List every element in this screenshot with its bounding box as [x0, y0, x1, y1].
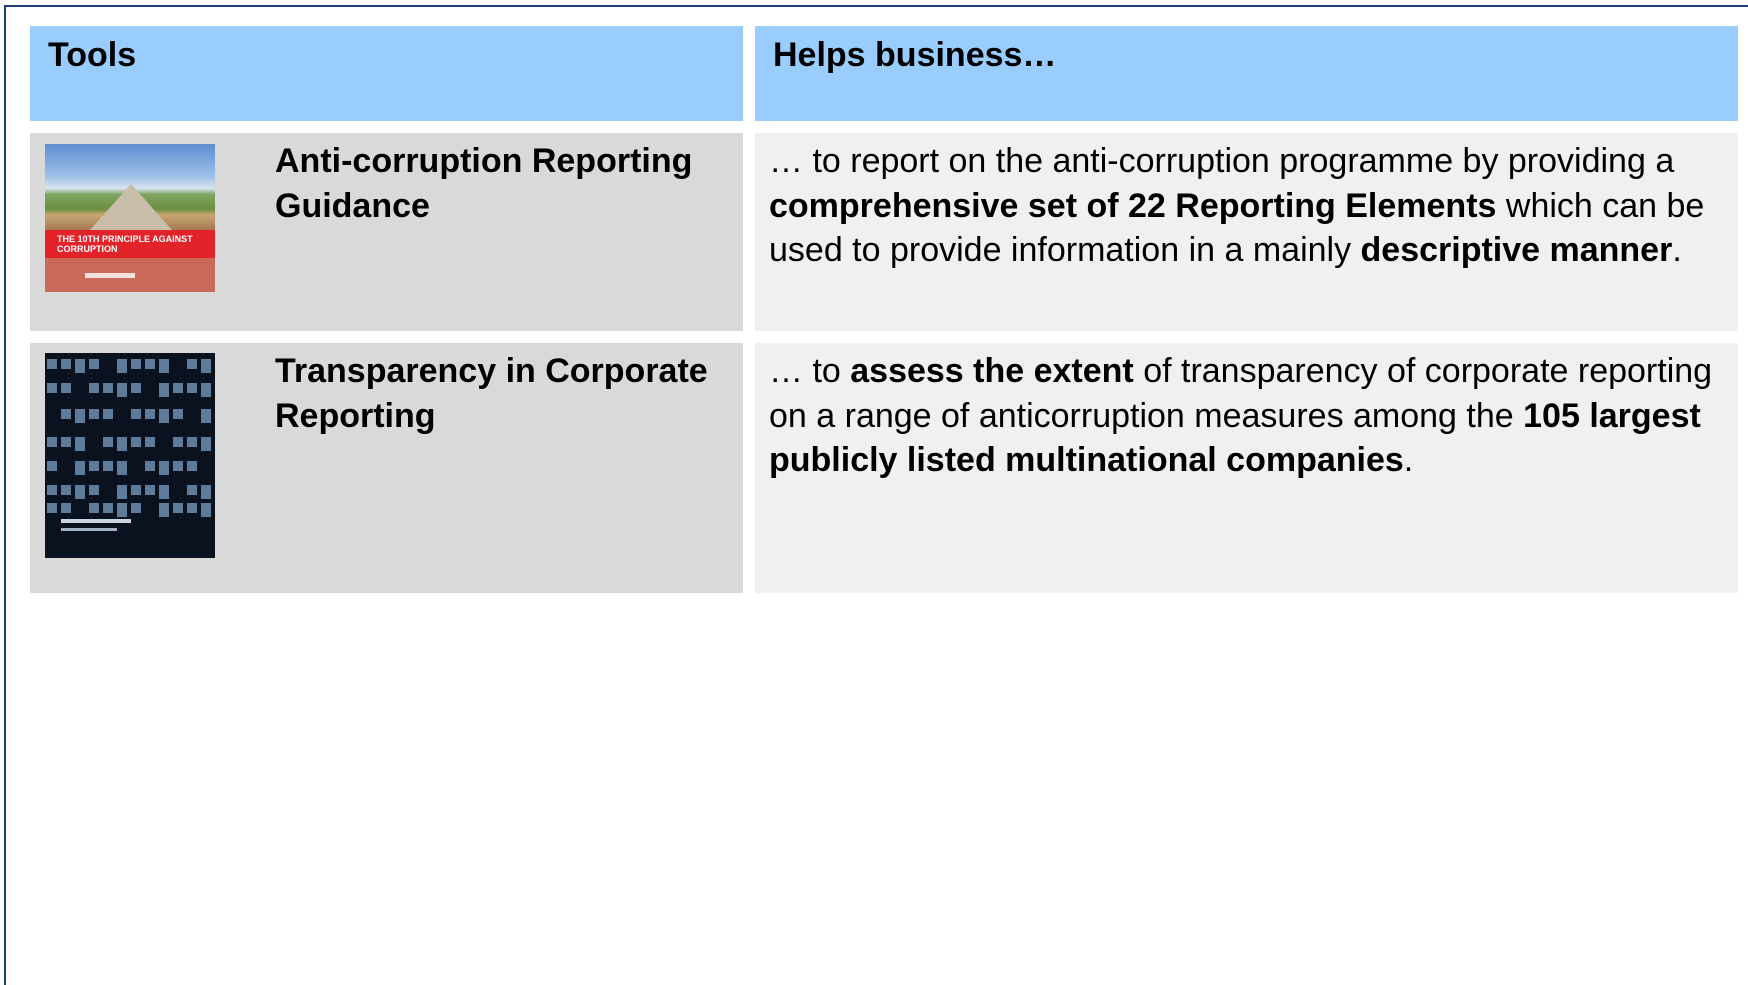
- window-graphic: [131, 485, 141, 495]
- desc-rich-text: … to report on the anti-corruption progr…: [769, 142, 1704, 269]
- header-tools: Tools: [30, 26, 743, 121]
- window-graphic: [173, 461, 183, 471]
- desc-text-segment: of transparency of corporate reporting o…: [769, 352, 1713, 435]
- window-graphic: [131, 437, 141, 447]
- window-graphic: [201, 437, 211, 451]
- window-graphic: [47, 383, 57, 393]
- window-graphic: [103, 383, 113, 393]
- window-graphic: [117, 437, 127, 451]
- desc-text-segment: which can be used to provide information…: [769, 186, 1705, 270]
- window-graphic: [173, 409, 183, 419]
- window-graphic: [131, 359, 141, 369]
- window-graphic: [145, 409, 155, 419]
- window-graphic: [75, 359, 85, 373]
- window-graphic: [61, 503, 71, 513]
- window-graphic: [47, 437, 57, 447]
- cover-caption-line: [61, 519, 131, 523]
- window-graphic: [201, 503, 211, 517]
- window-graphic: [61, 485, 71, 495]
- window-graphic: [47, 461, 57, 471]
- window-graphic: [61, 409, 71, 419]
- window-graphic: [117, 485, 127, 499]
- window-graphic: [201, 383, 211, 397]
- window-graphic: [75, 485, 85, 499]
- window-graphic: [187, 503, 197, 513]
- window-graphic: [145, 485, 155, 495]
- cover-logo-strip: [85, 273, 135, 278]
- window-graphic: [103, 461, 113, 471]
- window-graphic: [173, 437, 183, 447]
- window-graphic: [131, 383, 141, 393]
- header-helps-business: Helps business…: [755, 26, 1738, 121]
- window-graphic: [145, 437, 155, 447]
- cover-title-band: THE 10TH PRINCIPLE AGAINST CORRUPTION: [45, 230, 215, 258]
- window-graphic: [201, 485, 211, 499]
- desc-text-segment: .: [1672, 231, 1682, 269]
- window-graphic: [173, 503, 183, 513]
- window-graphic: [117, 503, 127, 517]
- window-graphic: [159, 485, 169, 499]
- window-graphic: [159, 461, 169, 475]
- window-graphic: [117, 359, 127, 373]
- tool-name-anti-corruption-reporting-guidance: Anti-corruption Reporting Guidance: [275, 142, 693, 225]
- window-graphic: [61, 383, 71, 393]
- desc-text-segment: … to: [769, 352, 851, 390]
- window-graphic: [61, 437, 71, 447]
- window-graphic: [89, 461, 99, 471]
- window-graphic: [187, 485, 197, 495]
- window-graphic: [159, 503, 169, 517]
- window-graphic: [47, 359, 57, 369]
- window-graphic: [47, 485, 57, 495]
- window-graphic: [117, 461, 127, 475]
- window-graphic: [61, 359, 71, 369]
- window-graphic: [131, 409, 141, 419]
- window-graphic: [89, 383, 99, 393]
- window-graphic: [75, 461, 85, 475]
- window-graphic: [145, 359, 155, 369]
- desc-rich-text: … to assess the extent of transparency o…: [769, 352, 1712, 479]
- desc-bold-segment: comprehensive set of 22 Reporting Elemen…: [769, 186, 1497, 225]
- window-graphic: [103, 437, 113, 447]
- tool-cell-anti-corruption: THE 10TH PRINCIPLE AGAINST CORRUPTION An…: [30, 133, 743, 331]
- window-graphic: [201, 409, 211, 423]
- cover-footer: [45, 258, 215, 292]
- window-graphic: [159, 409, 169, 423]
- desc-bold-segment: 105 largest publicly listed multinationa…: [769, 396, 1701, 480]
- window-graphic: [89, 409, 99, 419]
- window-graphic: [187, 437, 197, 447]
- desc-text-segment: .: [1403, 441, 1414, 479]
- window-graphic: [75, 437, 85, 451]
- window-graphic: [187, 461, 197, 471]
- window-graphic: [103, 503, 113, 513]
- window-graphic: [159, 359, 169, 373]
- window-graphic: [131, 503, 141, 513]
- window-graphic: [173, 383, 183, 393]
- window-graphic: [187, 383, 197, 393]
- cover-caption-line-2: [61, 528, 117, 531]
- desc-bold-segment: assess the extent: [850, 352, 1134, 390]
- tool-name-transparency-in-corporate-reporting: Transparency in Corporate Reporting: [275, 352, 708, 435]
- description-anti-corruption: … to report on the anti-corruption progr…: [755, 133, 1738, 331]
- slide-frame: [4, 5, 1748, 985]
- window-graphic: [201, 359, 211, 373]
- window-graphic: [159, 383, 169, 397]
- window-graphic: [145, 461, 155, 471]
- desc-text-segment: … to report on the anti-corruption progr…: [769, 142, 1675, 180]
- description-transparency: … to assess the extent of transparency o…: [755, 343, 1738, 593]
- transparency-report-cover-image: [45, 353, 215, 558]
- window-graphic: [47, 503, 57, 513]
- anti-corruption-guidance-cover-image: THE 10TH PRINCIPLE AGAINST CORRUPTION: [45, 144, 215, 292]
- desc-bold-segment: descriptive manner: [1360, 231, 1673, 269]
- window-graphic: [75, 409, 85, 423]
- tool-cell-transparency: Transparency in Corporate Reporting: [30, 343, 743, 593]
- window-graphic: [89, 485, 99, 495]
- window-graphic: [89, 503, 99, 513]
- window-graphic: [89, 359, 99, 369]
- window-graphic: [117, 383, 127, 397]
- window-graphic: [187, 359, 197, 369]
- window-graphic: [103, 409, 113, 419]
